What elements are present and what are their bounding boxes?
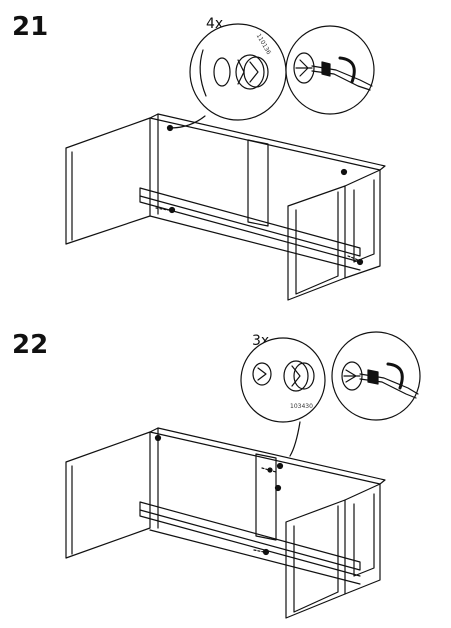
step-22-illustration: 103430 [65, 331, 421, 619]
cabinet-frame [65, 113, 386, 301]
rotation-arrow-icon [338, 56, 356, 84]
cam-lock-icon: 110136 [189, 23, 287, 121]
step-number: 22 [12, 330, 49, 360]
step-21: 21 4x 110136 [0, 0, 451, 310]
rotation-arrow-icon [386, 362, 404, 390]
cabinet-frame [65, 427, 386, 619]
screwdriver-icon [285, 25, 375, 115]
step-21-illustration: 110136 [65, 23, 386, 301]
cam-lock-icon: 103430 [240, 337, 326, 423]
part-code: 103430 [290, 403, 313, 410]
step-22: 22 3x 103430 [0, 318, 451, 628]
step-number: 21 [12, 12, 49, 42]
screwdriver-icon [331, 331, 421, 421]
